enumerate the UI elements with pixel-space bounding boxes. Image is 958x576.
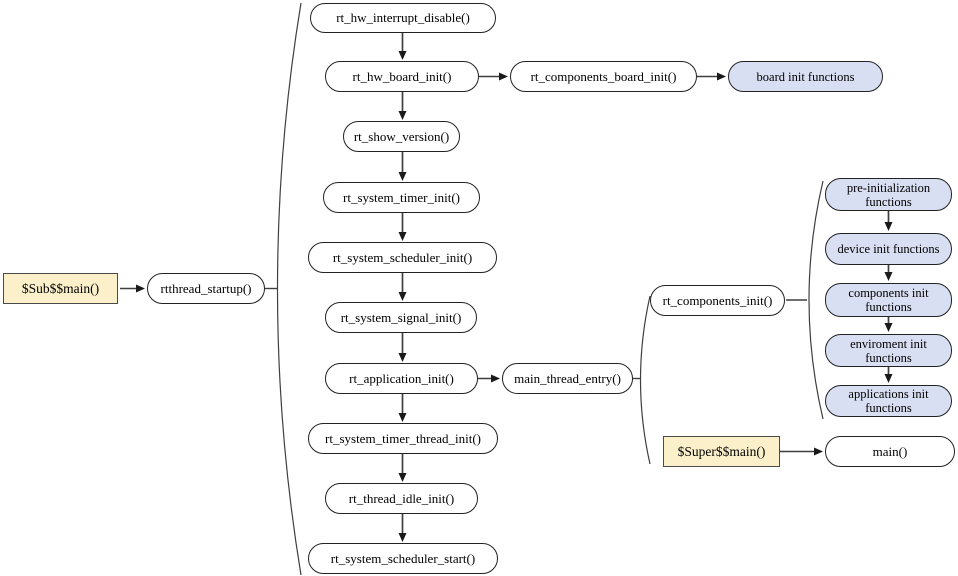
node-rt-hw-board-init: rt_hw_board_init() [325, 61, 479, 92]
node-rt-thread-idle-init: rt_thread_idle_init() [325, 483, 478, 514]
brace-rtthread-startup [276, 2, 302, 576]
node-rtthread-startup: rtthread_startup() [147, 273, 265, 304]
node-rt-hw-interrupt-disable: rt_hw_interrupt_disable() [310, 3, 496, 33]
node-rt-system-scheduler-start: rt_system_scheduler_start() [308, 543, 498, 574]
node-rt-system-timer-init: rt_system_timer_init() [323, 182, 480, 213]
node-sub-main: $Sub$$main() [3, 273, 118, 304]
node-pre-initialization-functions: pre-initialization functions [825, 178, 952, 211]
node-enviroment-init-functions: enviroment init functions [825, 334, 952, 367]
node-rt-show-version: rt_show_version() [343, 121, 460, 152]
node-super-main: $Super$$main() [663, 436, 780, 467]
node-rt-application-init: rt_application_init() [325, 363, 478, 394]
node-main-thread-entry: main_thread_entry() [502, 363, 633, 394]
brace-main-thread-entry [639, 295, 651, 465]
node-rt-components-init: rt_components_init() [650, 285, 785, 316]
node-rt-system-scheduler-init: rt_system_scheduler_init() [308, 242, 497, 273]
node-board-init-functions: board init functions [728, 61, 883, 92]
node-rt-system-signal-init: rt_system_signal_init() [325, 302, 477, 333]
node-rt-system-timer-thread-init: rt_system_timer_thread_init() [308, 423, 498, 454]
brace-rt-components-init [808, 180, 824, 420]
node-rt-components-board-init: rt_components_board_init() [510, 61, 697, 92]
node-components-init-functions: components init functions [825, 283, 952, 317]
node-device-init-functions: device init functions [825, 233, 952, 265]
node-applications-init-functions: applications init functions [825, 385, 952, 417]
node-main: main() [825, 436, 955, 467]
